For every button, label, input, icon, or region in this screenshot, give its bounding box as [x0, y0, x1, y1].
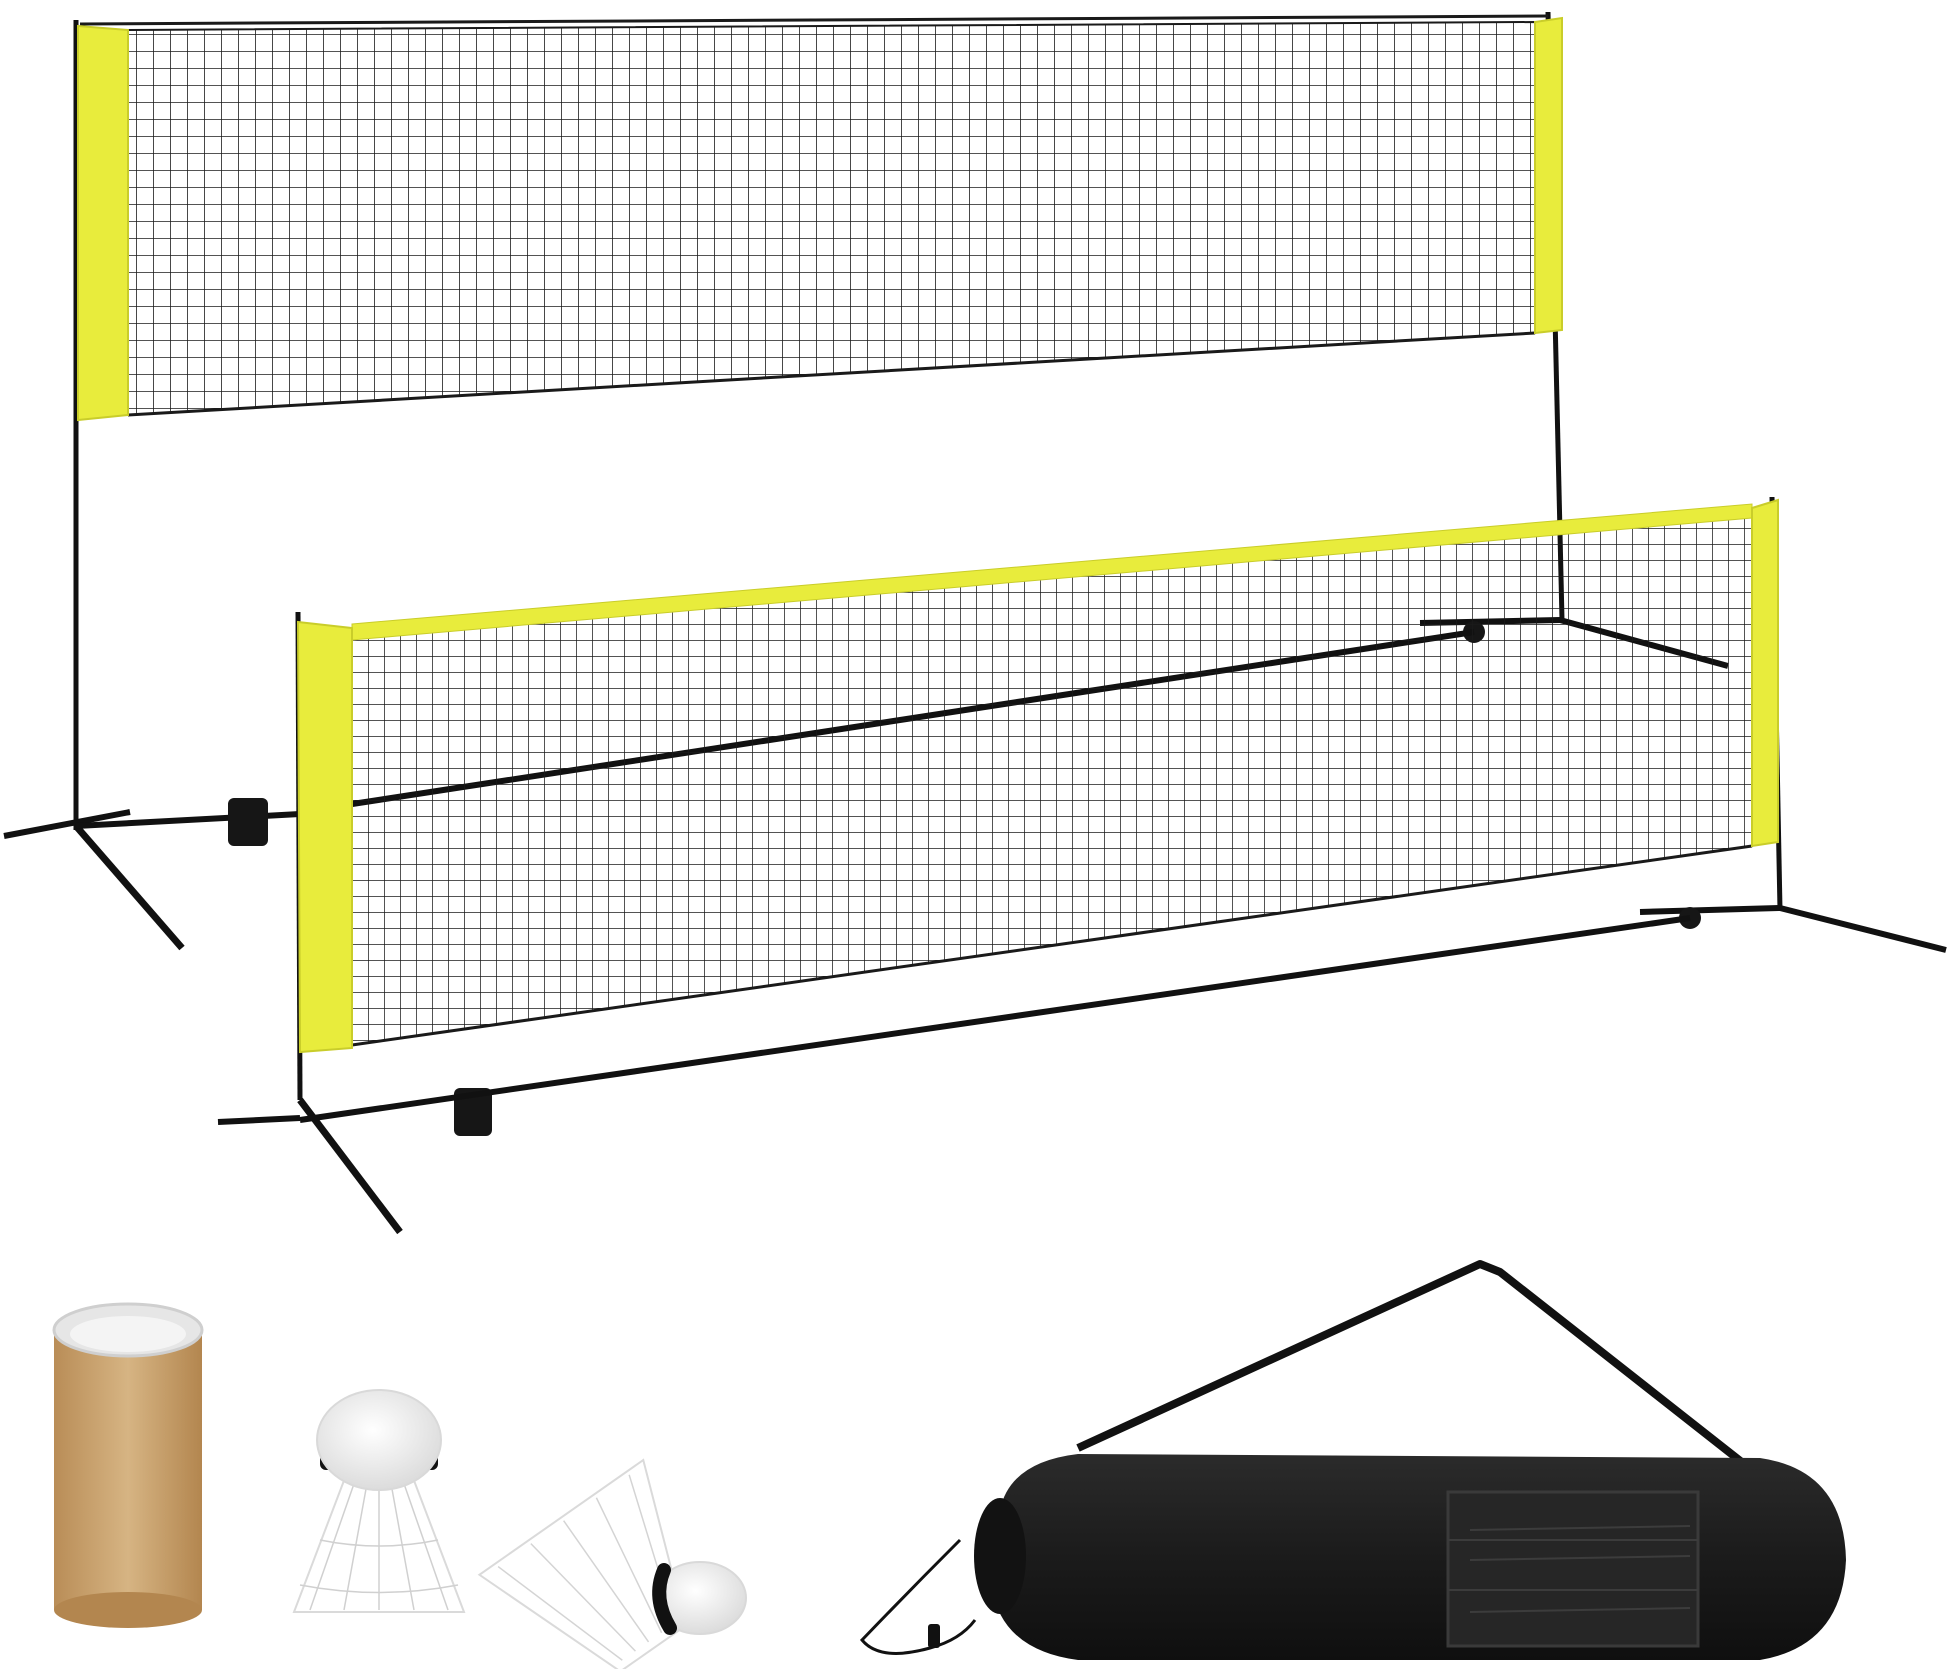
carry-bag-icon — [859, 1260, 1846, 1660]
tall-net-icon — [3, 11, 1729, 951]
shuttlecock-tilted-cork — [652, 1561, 747, 1635]
low-net-icon — [217, 496, 1947, 1235]
shuttlecock-tilted-icon — [477, 1458, 688, 1669]
shuttle-tube-icon — [52, 1302, 204, 1628]
shuttlecock-upright-icon — [292, 1389, 466, 1613]
